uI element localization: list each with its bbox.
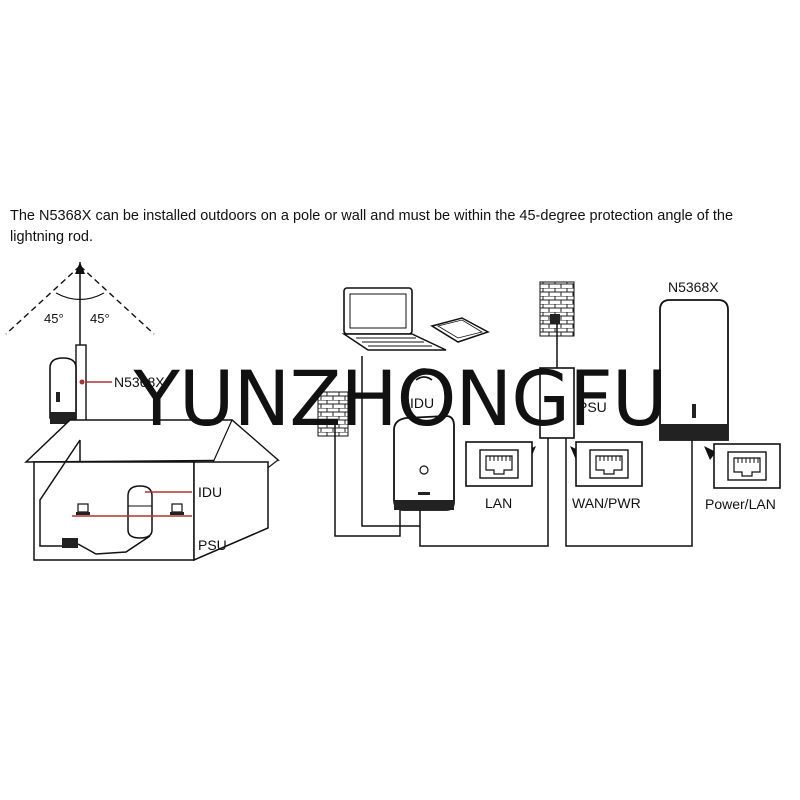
intro-text: The N5368X can be installed outdoors on … [10, 208, 734, 245]
house [24, 419, 280, 562]
tablet-icon [430, 317, 490, 343]
port-label-lan: LAN [485, 495, 512, 511]
port-callout-lan: LAN [465, 441, 536, 511]
outdoor-unit-n5368x [49, 357, 77, 424]
brick-wall-left [317, 391, 349, 437]
indoor-unit-idu-right [393, 368, 455, 511]
wall-socket-right [170, 503, 184, 515]
port-label-power-lan: Power/LAN [705, 496, 776, 512]
psu-label-right: PSU [578, 399, 607, 415]
wall-outlet-icon [550, 314, 560, 324]
outdoor-unit-right [659, 299, 729, 441]
ethernet-port-icon [465, 441, 533, 487]
indoor-unit-idu [127, 485, 153, 539]
left-installation-scene: 45° 45° N5368X [5, 262, 280, 562]
angle-left-label: 45° [44, 311, 64, 326]
idu-label-left: IDU [198, 484, 222, 500]
protection-angle: 45° 45° [5, 262, 155, 350]
psu-unit [539, 367, 575, 439]
ethernet-port-icon [713, 443, 781, 489]
outdoor-unit-label: N5368X [114, 374, 165, 390]
psu-box [62, 538, 78, 548]
right-connection-scene: IDU PSU N5368X LAN WAN/PWR [317, 279, 781, 547]
wall-socket-left [76, 503, 90, 515]
port-label-wan-pwr: WAN/PWR [572, 495, 641, 511]
idu-label-right: IDU [410, 395, 434, 411]
port-callout-wan-pwr: WAN/PWR [570, 441, 643, 511]
lightning-rod-arrow-icon [75, 262, 85, 274]
laptop-icon [341, 287, 447, 351]
psu-label-left: PSU [198, 537, 227, 553]
watermark-text: YUNZHONGFU [133, 354, 667, 443]
port-callout-power-lan: Power/LAN [704, 443, 781, 512]
angle-right-label: 45° [90, 311, 110, 326]
outdoor-unit-label-right: N5368X [668, 279, 719, 295]
ethernet-port-icon [575, 441, 643, 487]
